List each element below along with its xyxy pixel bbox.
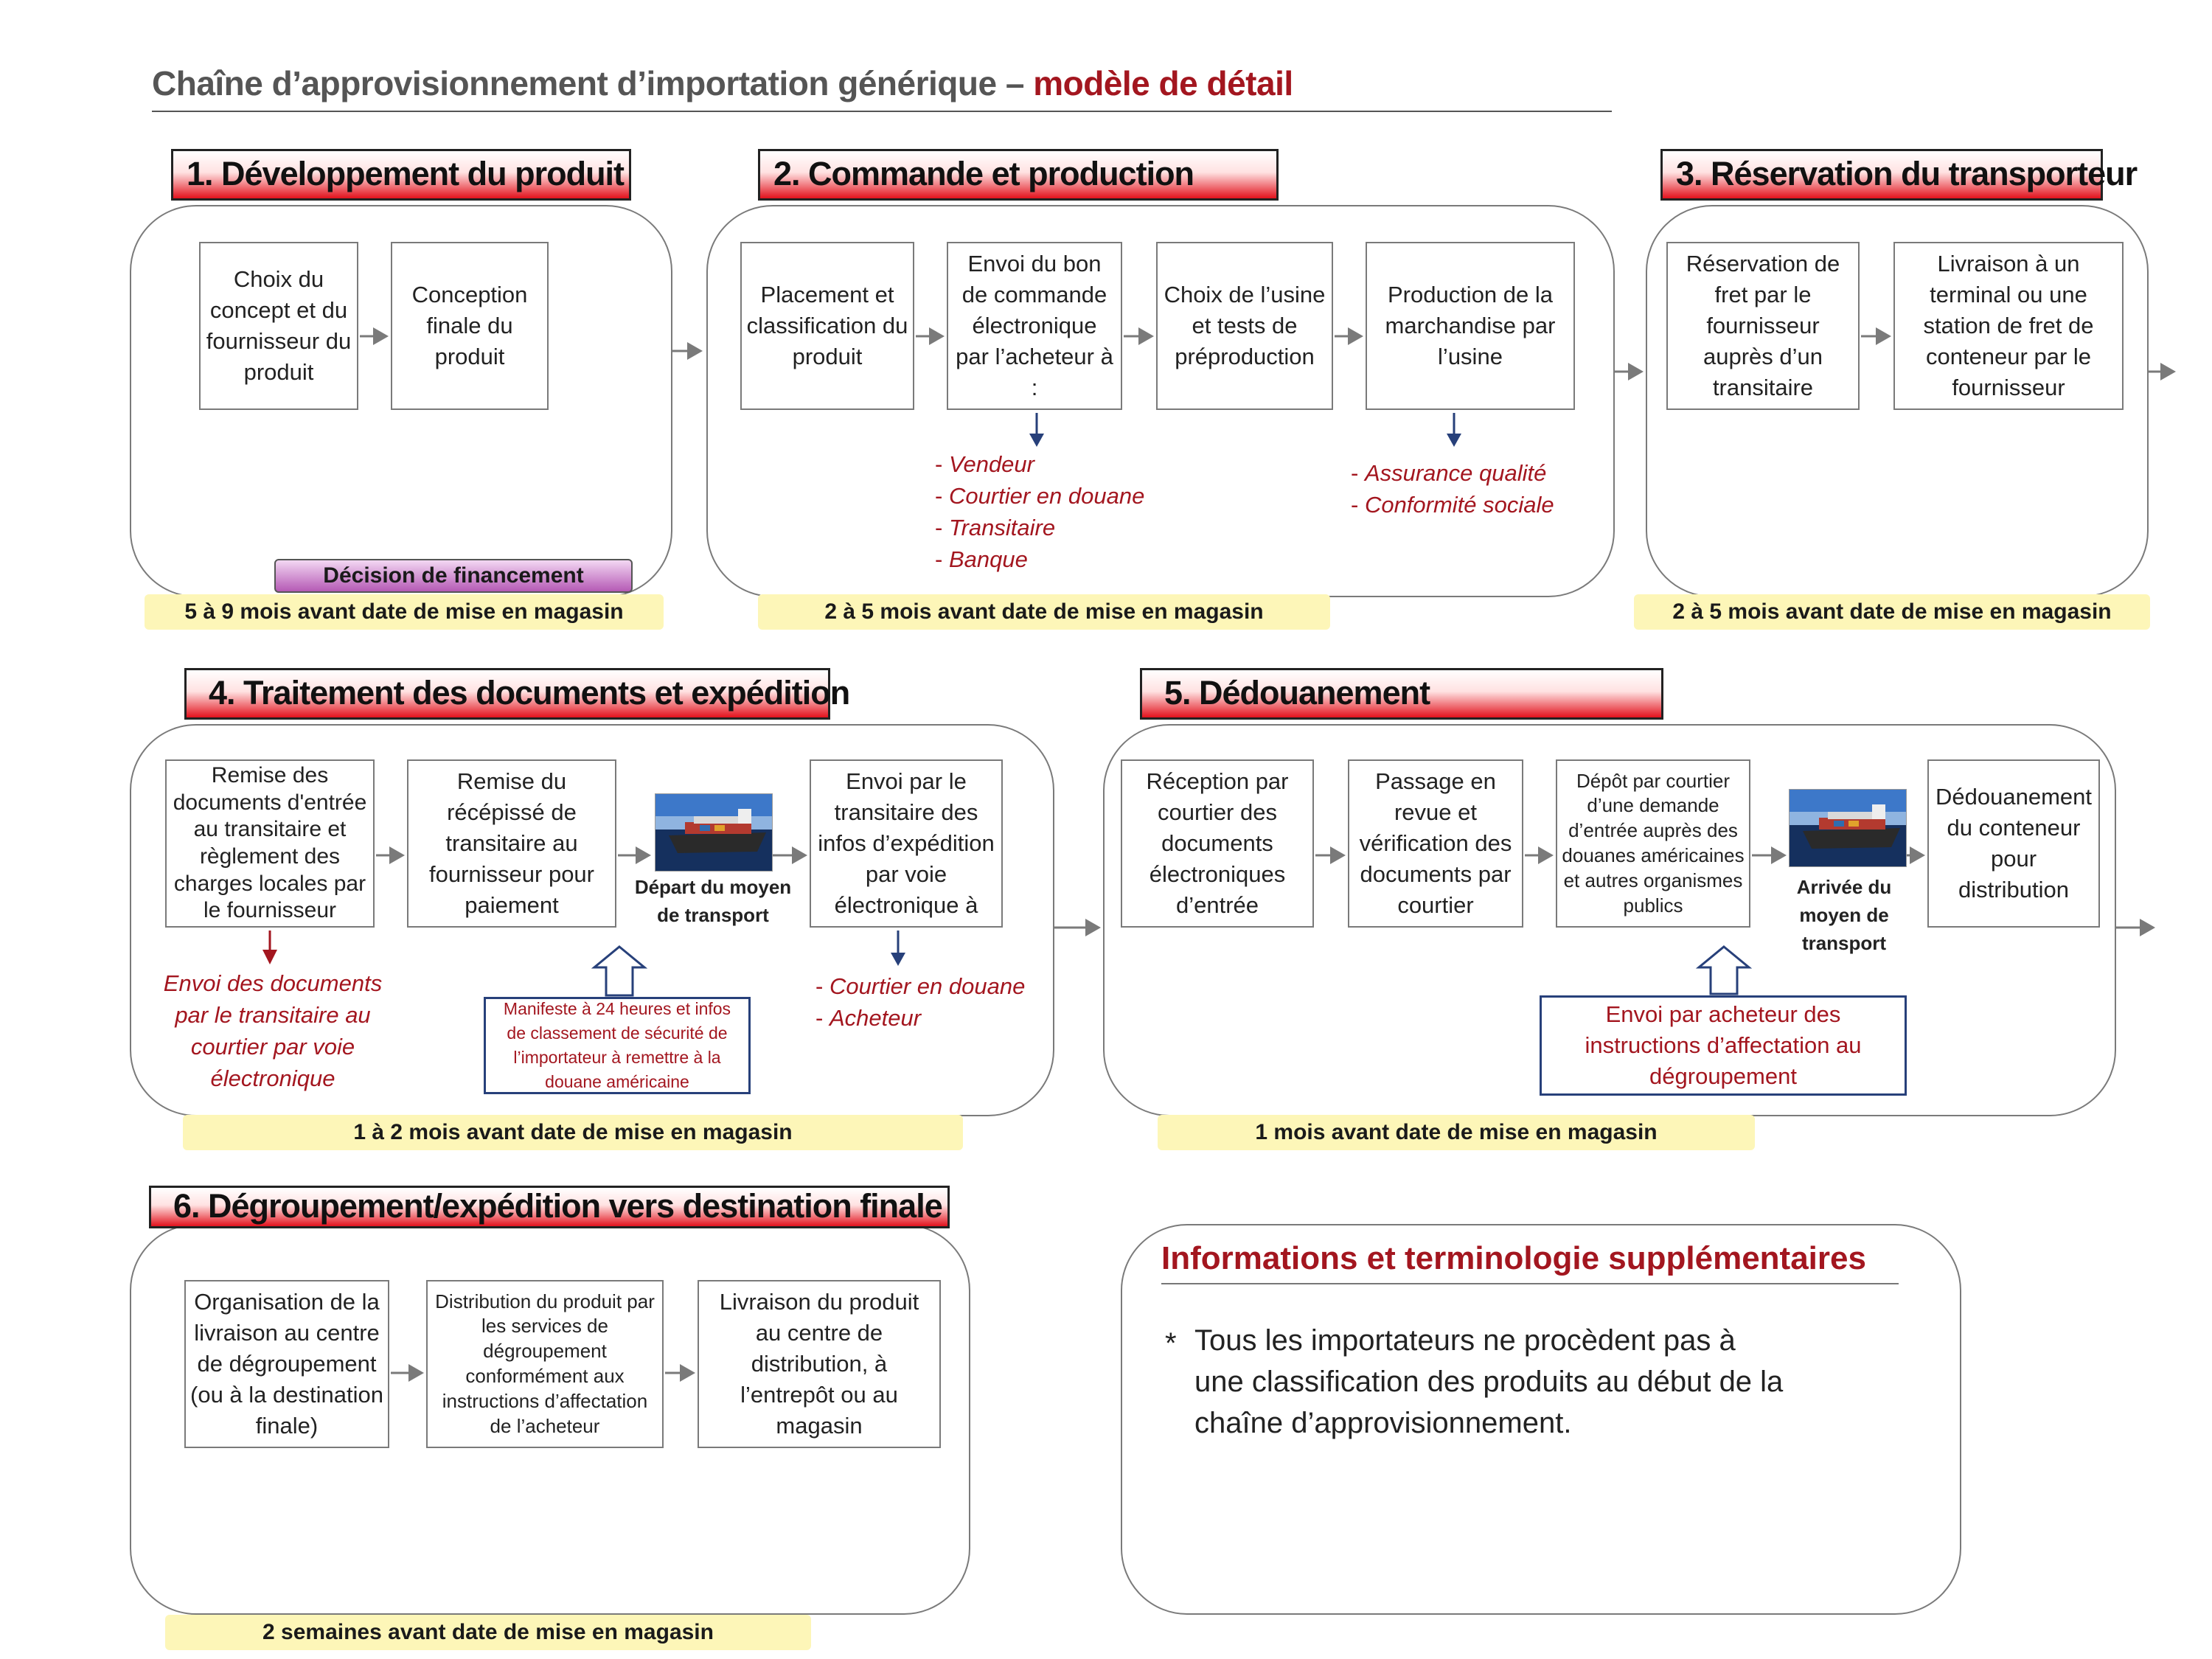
up-arrow-icon xyxy=(591,945,1753,997)
step-receipt-delivery: Remise du récépissé de transitaire au fo… xyxy=(407,759,616,928)
quality-item: Assurance qualité xyxy=(1351,457,1554,489)
recipient-item: Transitaire xyxy=(935,512,1144,543)
arrival-caption: Arrivée du moyen de transport xyxy=(1796,876,1892,954)
info-divider xyxy=(1161,1283,1899,1284)
recipient-item: Courtier en douane xyxy=(815,970,1025,1002)
quality-list: Assurance qualité Conformité sociale xyxy=(1351,457,1554,521)
shipping-info-recipients: Courtier en douane Acheteur xyxy=(815,970,1025,1034)
step-final-delivery: Livraison du produit au centre de distri… xyxy=(698,1280,941,1448)
recipient-item: Banque xyxy=(935,543,1144,575)
section-3-header: 3. Réservation du transporteur xyxy=(1660,149,2138,201)
recipient-item: Vendeur xyxy=(935,448,1144,480)
arrival-ship-image xyxy=(1789,789,1907,867)
step-container-clearance: Dédouanement du conteneur pour distribut… xyxy=(1927,759,2100,928)
step-product-placement: Placement et classification du produit xyxy=(740,242,914,410)
section-1-timing: 5 à 9 mois avant date de mise en magasin xyxy=(145,594,664,630)
step-entry-docs-delivery: Remise des documents d'entrée au transit… xyxy=(165,759,375,928)
step-concept-choice: Choix du concept et du fournisseur du pr… xyxy=(199,242,358,410)
step-freight-booking: Réservation de fret par le fournisseur a… xyxy=(1666,242,1860,410)
step-broker-receipt: Réception par courtier des documents éle… xyxy=(1121,759,1314,928)
section-6-timing: 2 semaines avant date de mise en magasin xyxy=(165,1615,811,1650)
section-4-header: 4. Traitement des documents et expéditio… xyxy=(184,668,850,720)
financing-decision-badge: Décision de financement xyxy=(274,559,633,593)
title-main: Chaîne d’approvisionnement d’importation… xyxy=(152,64,1034,102)
section-6-header: 6. Dégroupement/expédition vers destinat… xyxy=(149,1186,950,1228)
step-shipping-info: Envoi par le transitaire des infos d’exp… xyxy=(810,759,1003,928)
section-1-header: 1. Développement du produit xyxy=(171,149,631,201)
info-panel xyxy=(1121,1224,1961,1615)
section-3-timing: 2 à 5 mois avant date de mise en magasin xyxy=(1634,594,2150,630)
step-factory-choice: Choix de l’usine et tests de préproducti… xyxy=(1156,242,1333,410)
section-2-header: 2. Commande et production xyxy=(758,149,1279,201)
page-title: Chaîne d’approvisionnement d’importation… xyxy=(152,63,1293,103)
departure-caption: Départ du moyen de transport xyxy=(634,876,792,926)
forward-docs-note: Envoi des documents par le transitaire a… xyxy=(163,970,383,1091)
section-5-header: 5. Dédouanement xyxy=(1140,668,1663,720)
red-down-arrow-icon xyxy=(262,931,277,964)
title-divider xyxy=(152,111,1612,112)
down-arrow-icon xyxy=(891,413,1461,966)
ship-icon xyxy=(1790,790,1906,866)
step-deconsolidation-distribution: Distribution du produit par les services… xyxy=(426,1280,664,1448)
title-accent: modèle de détail xyxy=(1033,64,1293,102)
info-title: Informations et terminologie supplémenta… xyxy=(1161,1240,1866,1276)
step-delivery-organisation: Organisation de la livraison au centre d… xyxy=(184,1280,389,1448)
po-recipients-list: Vendeur Courtier en douane Transitaire B… xyxy=(935,448,1144,575)
section-4-timing: 1 à 2 mois avant date de mise en magasin xyxy=(183,1115,963,1150)
step-entry-filing: Dépôt par courtier d’une demande d’entré… xyxy=(1556,759,1750,928)
manifest-24h-note: Manifeste à 24 heures et infos de classe… xyxy=(484,997,751,1094)
step-final-design: Conception finale du produit xyxy=(391,242,549,410)
step-broker-review: Passage en revue et vérification des doc… xyxy=(1348,759,1523,928)
recipient-item: Courtier en douane xyxy=(935,480,1144,512)
departure-ship-image xyxy=(655,793,773,872)
info-text: Tous les importateurs ne procèdent pas à… xyxy=(1194,1324,1784,1439)
ship-icon xyxy=(655,794,772,871)
step-purchase-order: Envoi du bon de commande électronique pa… xyxy=(947,242,1122,410)
section-2-timing: 2 à 5 mois avant date de mise en magasin xyxy=(758,594,1330,630)
section-5-timing: 1 mois avant date de mise en magasin xyxy=(1158,1115,1755,1150)
buyer-instructions-note: Envoi par acheteur des instructions d’af… xyxy=(1540,995,1907,1096)
step-merchandise-production: Production de la marchandise par l’usine xyxy=(1366,242,1575,410)
info-bullet: * xyxy=(1165,1327,1177,1360)
quality-item: Conformité sociale xyxy=(1351,489,1554,521)
recipient-item: Acheteur xyxy=(815,1002,1025,1034)
step-terminal-delivery: Livraison à un terminal ou une station d… xyxy=(1893,242,2124,410)
